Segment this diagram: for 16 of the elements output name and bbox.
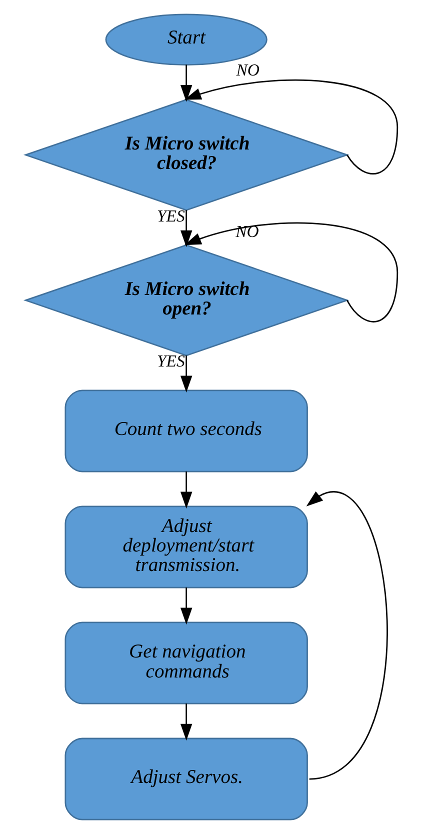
arrow — [180, 210, 192, 248]
arrow — [180, 356, 192, 393]
arrow — [184, 80, 398, 174]
node-diamond: Is Micro switch closed? — [23, 98, 350, 211]
arrow — [180, 472, 192, 509]
node-diamond: Is Micro switch open? — [23, 244, 350, 356]
arrow — [180, 64, 192, 102]
arrow — [180, 588, 192, 625]
node-box: Adjust deployment/start transmission. — [64, 506, 308, 588]
node-ellipse: Start — [105, 14, 268, 66]
arrow — [306, 491, 388, 780]
node-box: Count two seconds — [64, 390, 308, 472]
arrow — [184, 222, 398, 322]
node-box: Get navigation commands — [64, 622, 308, 704]
node-box: Adjust Servos. — [64, 738, 308, 820]
arrow — [180, 704, 192, 741]
